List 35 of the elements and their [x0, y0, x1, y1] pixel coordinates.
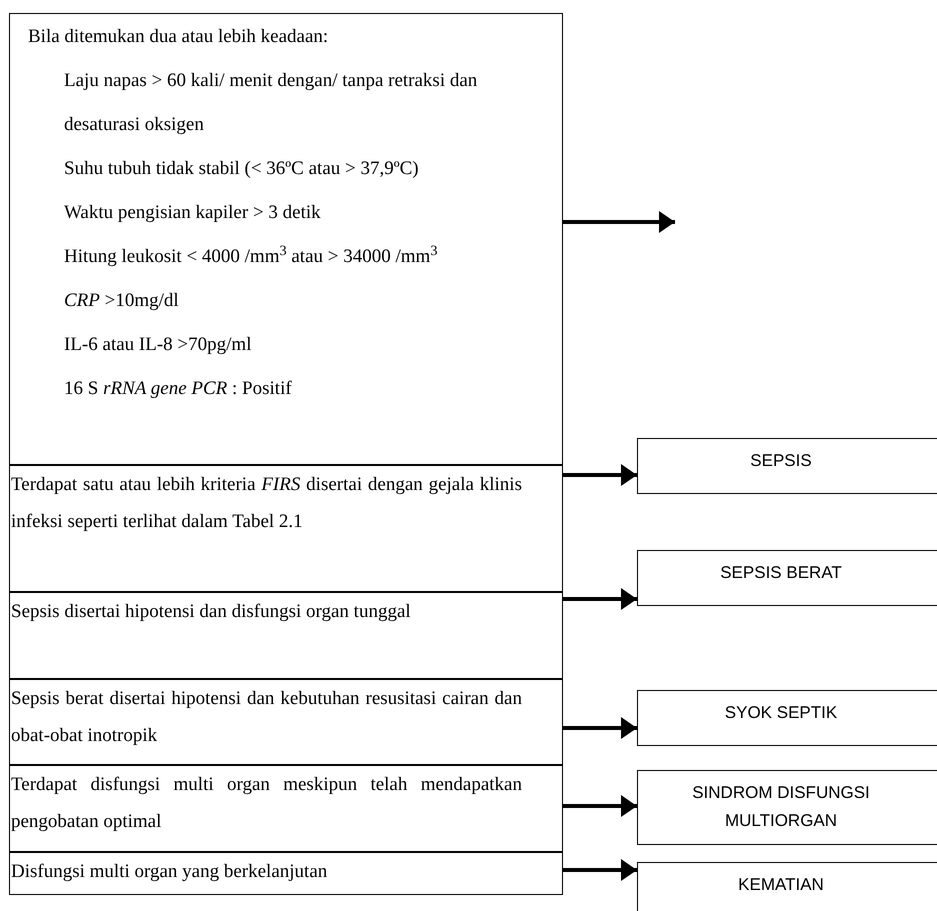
criteria-item: Hitung leukosit < 4000 /mm$^{3}$ atau > 34000 /mm$^{3}$ — [63, 242, 438, 269]
outcome-box — [637, 690, 937, 746]
criteria-text: Terdapat disfungsi multi organ meskipun telah mendapatkan pengobatan optimal — [11, 773, 522, 834]
outcome-box — [637, 770, 937, 845]
table-row — [9, 852, 563, 895]
outcome-box — [637, 550, 937, 606]
criteria-item: IL-6 atau IL-8 >70pg/ml — [63, 333, 252, 357]
arrow — [563, 464, 637, 486]
table-row — [9, 592, 563, 679]
criteria-item: Laju napas > 60 kali/ menit dengan/ tanpa retraksi dan desaturasi oksigen — [63, 69, 478, 137]
arrow — [563, 859, 637, 881]
outcome-box — [637, 438, 937, 494]
outcome-label: SINDROM DISFUNGSI MULTIORGAN — [691, 782, 871, 832]
outcome-label: SYOK SEPTIK — [724, 702, 838, 724]
arrow — [563, 795, 637, 817]
criteria-item: Suhu tubuh tidak stabil (< 36ºC atau > 37,9ºC) — [63, 157, 420, 181]
arrow — [563, 717, 637, 739]
table-row — [9, 13, 563, 465]
table-row — [9, 465, 563, 592]
arrow — [563, 211, 675, 233]
criteria-item: 16 S rRNA gene PCR : Positif — [63, 377, 293, 401]
outcome-label: SEPSIS BERAT — [720, 562, 842, 584]
criteria-item: CRP >10mg/dl — [63, 289, 180, 313]
criteria-text: Sepsis berat disertai hipotensi dan kebutuhan resusitasi cairan dan obat-obat inotropik — [11, 687, 522, 748]
outcome-box — [637, 862, 937, 911]
criteria-text: Sepsis disertai hipotensi dan disfungsi organ tunggal — [11, 600, 412, 624]
criteria-text: Terdapat satu atau lebih kriteria FIRS disertai dengan gejala klinis infeksi seperti terlihat dalam Tabel 2.1 — [11, 473, 522, 534]
table-row — [9, 679, 563, 765]
outcome-label: KEMATIAN — [738, 874, 824, 896]
criteria-heading: Bila ditemukan dua atau lebih keadaan: — [28, 25, 330, 49]
criteria-item: Waktu pengisian kapiler > 3 detik — [63, 201, 322, 225]
table-row — [9, 765, 563, 852]
arrow — [563, 588, 637, 610]
criteria-text: Disfungsi multi organ yang berkelanjutan — [11, 860, 328, 884]
outcome-label: SEPSIS — [750, 450, 812, 472]
